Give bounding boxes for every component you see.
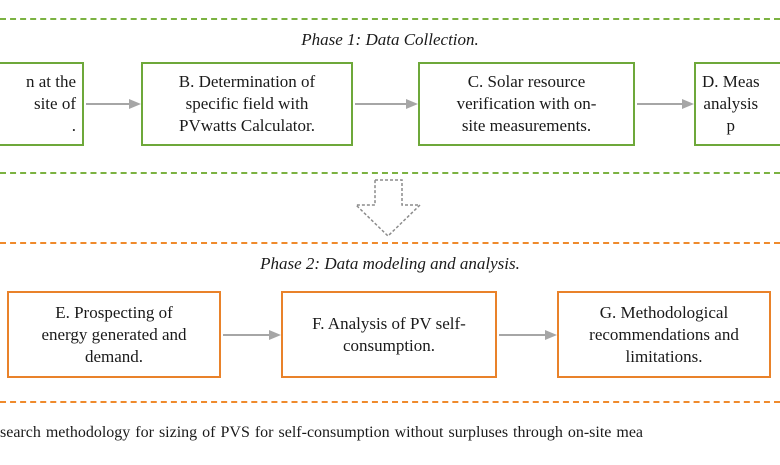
phase1-title: Phase 1: Data Collection. — [301, 30, 479, 49]
figure-caption: search methodology for sizing of PVS for… — [0, 424, 644, 441]
phase1-bottom-divider — [0, 172, 780, 174]
step-f-text: F. Analysis of PV self- consumption. — [312, 313, 466, 355]
phase2-bottom-divider — [0, 401, 780, 403]
step-box-c: C. Solar resource verification with on- … — [418, 62, 635, 146]
step-e-text: E. Prospecting of energy generated and d… — [41, 302, 187, 366]
phase2-top-divider — [0, 242, 780, 244]
arrowhead-c-to-d — [682, 99, 694, 109]
step-a-text: n at the site of . — [25, 72, 76, 135]
step-box-f: F. Analysis of PV self- consumption. — [281, 291, 497, 378]
step-c-text: C. Solar resource verification with on- … — [456, 72, 597, 135]
phase1-top-divider — [0, 18, 780, 20]
phase-transition-arrow — [354, 179, 422, 238]
arrowhead-e-to-f — [269, 330, 281, 340]
step-b-text: B. Determination of specific field with … — [178, 72, 316, 135]
arrowhead-b-to-c — [406, 99, 418, 109]
step-box-e: E. Prospecting of energy generated and d… — [7, 291, 221, 378]
arrowhead-f-to-g — [545, 330, 557, 340]
step-box-g: G. Methodological recommendations and li… — [557, 291, 771, 378]
step-box-d: D. Meas analysis p — [694, 62, 780, 146]
step-box-b: B. Determination of specific field with … — [141, 62, 353, 146]
phase2-title: Phase 2: Data modeling and analysis. — [260, 254, 520, 273]
step-g-text: G. Methodological recommendations and li… — [589, 302, 739, 366]
step-box-a: n at the site of . — [0, 62, 84, 146]
arrowhead-a-to-b — [129, 99, 141, 109]
step-d-text: D. Meas analysis p — [702, 72, 760, 135]
